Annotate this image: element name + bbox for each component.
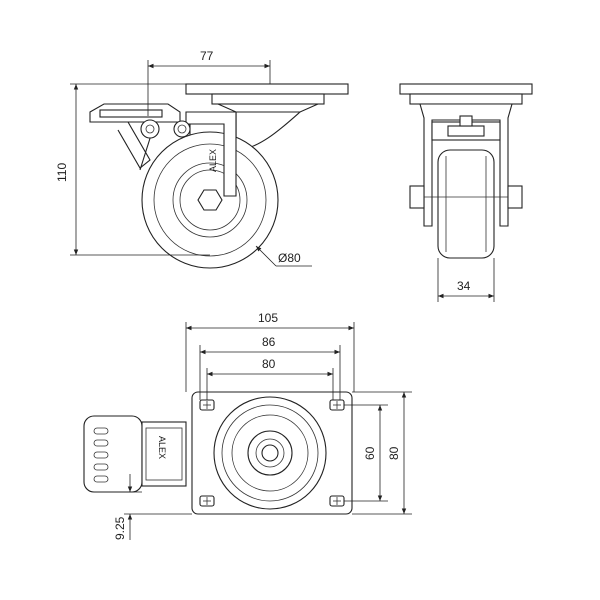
dim-wheel-width-label: 34 (457, 279, 471, 293)
dim-plate-depth-outer-label: 80 (387, 446, 401, 460)
dim-offset-label: 77 (200, 49, 214, 63)
dim-plate-depth-inner-label: 60 (363, 446, 377, 460)
dim-height-label: 110 (55, 163, 69, 182)
side-view-dimensions: 77 110 Ø80 (55, 49, 312, 267)
side-brand-label: ALEX (208, 149, 218, 172)
side-view: ALEX (89, 83, 349, 269)
front-view-dimensions: 34 (437, 258, 495, 302)
dim-hole-spacing-outer-label: 86 (262, 335, 276, 349)
top-view: ALEX (83, 391, 353, 515)
dim-brake-offset-label: 9.25 (113, 516, 127, 540)
dim-hole-spacing-inner-label: 80 (262, 357, 276, 371)
dim-wheel-diameter-label: Ø80 (278, 251, 301, 265)
dim-plate-width-label: 105 (258, 311, 278, 325)
top-brand-label: ALEX (157, 436, 167, 459)
top-view-dimensions: 105 86 80 60 80 9.25 (113, 311, 412, 540)
front-wheel (437, 149, 495, 259)
top-brake-pedal (83, 415, 143, 493)
front-view (399, 83, 533, 259)
